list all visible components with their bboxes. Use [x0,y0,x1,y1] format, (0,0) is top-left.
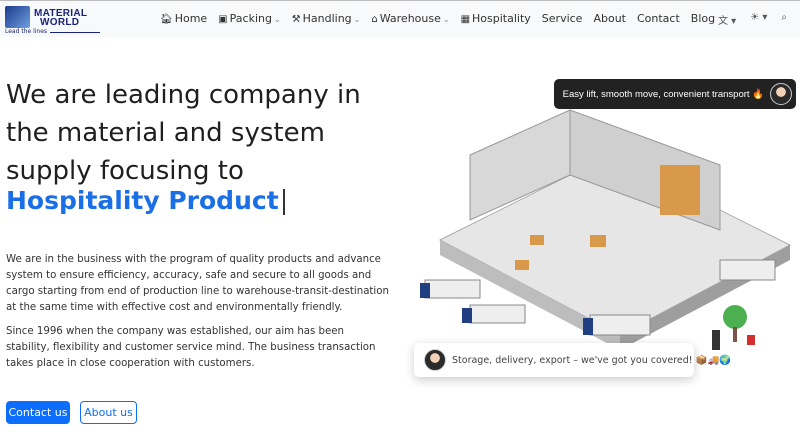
history-paragraph: Since 1996 when the company was establis… [6,326,376,369]
tagline-rule [50,32,100,33]
nav-handling[interactable]: ⚒Handling⌄ [292,12,361,25]
nav-home[interactable]: 🏠︎Home [160,12,207,25]
theme-sun-icon[interactable]: ☀ ▾ [750,12,768,23]
about-us-button[interactable]: About us [80,401,137,424]
nav-service[interactable]: Service [541,12,583,25]
brand-line2: WORLD [40,17,80,28]
nav-tools: 文 ▾ ☀ ▾ ⌕ [718,12,787,27]
nav-packing[interactable]: ▣Packing⌄ [218,12,280,25]
contact-us-button[interactable]: Contact us [6,401,70,424]
nav-label: Warehouse [379,12,441,25]
hero-highlight: Hospitality Product [6,186,285,215]
avatar [424,349,446,371]
hero-heading: We are leading company in the material a… [6,80,361,186]
warehouse-illustration [420,109,792,350]
bubble-text: Storage, delivery, export – we've got yo… [452,354,732,366]
warehouse-icon: ⌂ [371,14,378,25]
logo-tagline: Lead the lines [5,28,48,35]
search-icon[interactable]: ⌕ [781,12,787,23]
brand-line1: MATERIAL [34,8,88,19]
hospitality-icon: ▦ [460,14,471,25]
promo-bubble-bottom: Storage, delivery, export – we've got yo… [414,343,731,377]
typing-cursor [282,189,285,215]
promo-bubble-top: Easy lift, smooth move, convenient trans… [553,79,796,109]
highlight-text: Hospitality Product [6,186,279,215]
chevron-down-icon: ⌄ [442,15,450,24]
nav-label: Packing [229,12,272,25]
nav-label: Handling [302,12,352,25]
nav-label: Hospitality [472,12,531,25]
nav-contact[interactable]: Contact [636,12,680,25]
handling-icon: ⚒ [291,14,301,25]
nav-warehouse[interactable]: ⌂Warehouse⌄ [371,12,449,25]
avatar [770,83,792,105]
nav-blog[interactable]: Blog [690,12,716,25]
globe-logo-icon [5,6,30,28]
nav-hospitality[interactable]: ▦Hospitality [461,12,531,25]
intro-paragraph: We are in the business with the program … [6,254,389,313]
nav-about[interactable]: About [593,12,626,25]
bubble-text: Easy lift, smooth move, convenient trans… [562,88,764,100]
chevron-down-icon: ⌄ [353,15,361,24]
chevron-down-icon: ⌄ [273,15,281,24]
home-icon: 🏠︎ [160,14,173,25]
language-icon[interactable]: 文 ▾ [718,16,737,27]
main-menu: 🏠︎Home ▣Packing⌄ ⚒Handling⌄ ⌂Warehouse⌄ … [160,12,715,25]
nav-label: Home [174,12,208,25]
packing-icon: ▣ [218,14,228,25]
